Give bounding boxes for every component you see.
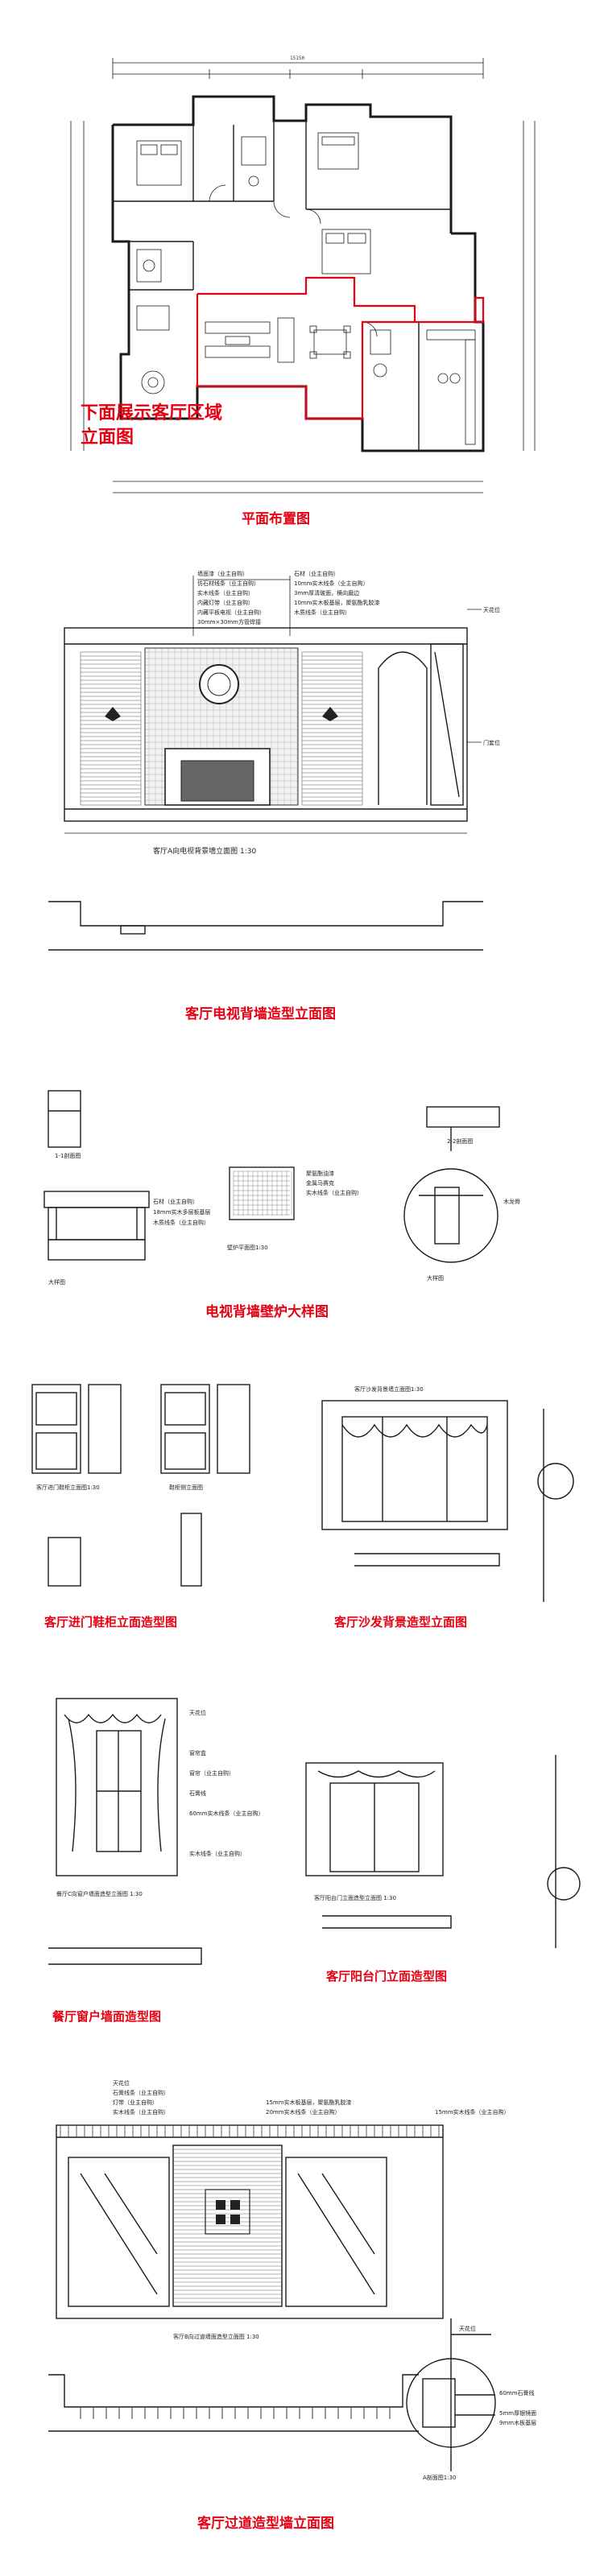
- section-title-tv-wall: 客厅电视背墙造型立面图: [184, 1005, 336, 1022]
- balcony-caption: 客厅阳台门立面造型立面图 1:30: [314, 1894, 396, 1901]
- section-title-dining-window: 餐厅窗户墙面造型图: [52, 2009, 161, 2024]
- fp-note-g: 木龙骨: [503, 1198, 520, 1205]
- tv-note-4: 内藏灯带（业主自购）: [197, 599, 254, 606]
- corridor-section-detail: [406, 2318, 496, 2471]
- tv-note-3: 实木线条（业主自购）: [197, 589, 254, 597]
- ornament-left: [105, 707, 121, 721]
- section-title-balcony-door: 客厅阳台门立面造型图: [325, 1969, 447, 1984]
- corr-note-5: 20mm实木线条（业主自购）: [266, 2108, 341, 2116]
- caption-fireplace-plan: 壁炉平面图1:30: [227, 1244, 268, 1251]
- fireplace-plan: [229, 1166, 295, 1220]
- corr-note-4: 实木线条（业主自购）: [113, 2108, 169, 2116]
- tv-note-10: 10mm实木板基层，聚氨酯乳胶漆: [294, 599, 380, 606]
- corr-right-1: 天花位: [459, 2325, 476, 2332]
- dining-note-3: 窗帘（业主自购）: [189, 1769, 234, 1777]
- balcony-door-elevation: [305, 1755, 581, 1948]
- plan-total-dimension: 15150: [290, 56, 304, 61]
- tv-caption: 客厅A向电视背景墙立面图 1:30: [153, 846, 257, 856]
- plan-interior-walls: [113, 121, 475, 451]
- corr-right-2: 60mm石膏线: [499, 2389, 535, 2396]
- fp-note-d: 聚氨酯油漆: [306, 1170, 334, 1177]
- plan-walls: [111, 95, 485, 452]
- tv-label-door: 门套位: [483, 739, 500, 746]
- fp-note-b: 18mm实木多层板基层: [153, 1208, 211, 1216]
- dining-caption: 餐厅C向窗户墙面造型立面图 1:30: [56, 1890, 143, 1897]
- corridor-wall-section: 天花位 石膏线条（业主自购） 灯带（业主自购） 实木线条（业主自购） 20mm实…: [48, 2079, 536, 2532]
- tv-wall-outline: [64, 627, 468, 822]
- ornament-right: [322, 707, 338, 721]
- sofa-wall-section: 客厅沙发背景墙立面图1:30 客厅沙发背景造型立面图: [321, 1385, 574, 1629]
- tv-plan-strip: [48, 901, 483, 951]
- dining-note-5: 60mm实木线条（业主自购）: [189, 1810, 264, 1817]
- shoe-caption: 客厅进门鞋柜立面图1:30: [36, 1484, 100, 1491]
- fp-note-c: 木质线条（业主自购）: [153, 1219, 209, 1226]
- section-title-fireplace: 电视背墙壁炉大样图: [205, 1303, 329, 1320]
- dining-note-6: 实木线条（业主自购）: [189, 1850, 246, 1857]
- plan-banner-line2: 立面图: [81, 427, 134, 448]
- round-mirror: [199, 664, 239, 704]
- tv-note-1: 墙面漆（业主自购）: [197, 570, 248, 577]
- corr-note-1: 天花位: [113, 2079, 130, 2087]
- corr-right-4: 9mm木板基层: [499, 2419, 536, 2426]
- fireplace-plan-grid: [233, 1170, 292, 1216]
- tv-note-7: 石材（业主自购）: [294, 570, 339, 577]
- tv-note-5: 内藏平板电视（业主自购）: [197, 609, 265, 616]
- corr-note-2: 石膏线条（业主自购）: [113, 2089, 169, 2096]
- fp-note-e: 金属马赛克: [306, 1179, 334, 1187]
- caption-detail-left: 大样图: [48, 1278, 65, 1286]
- tv-note-8: 10mm实木线条（业主自购）: [294, 580, 369, 587]
- tv-label-ceiling: 天花位: [483, 606, 500, 613]
- caption-1-1: 1-1剖面图: [55, 1152, 81, 1159]
- section-1-1: [43, 1090, 150, 1261]
- shoe-side-caption: 鞋柜侧立面图: [169, 1484, 203, 1491]
- living-area-highlight: [196, 276, 485, 420]
- corridor-caption: 客厅B向过道墙面造型立面图 1:30: [173, 2333, 259, 2340]
- tv-note-11: 木质线条（业主自购）: [294, 609, 350, 616]
- floor-plan-section: 15150: [70, 56, 536, 527]
- tv-note-9: 3mm厚清玻面，横向磨边: [294, 589, 359, 597]
- corridor-stripes: [173, 2149, 282, 2303]
- fp-note-a: 石材（业主自购）: [153, 1198, 198, 1205]
- section-title-sofa-wall: 客厅沙发背景造型立面图: [333, 1615, 467, 1629]
- fp-note-f: 实木线条（业主自购）: [306, 1189, 362, 1196]
- corr-right-3: 5mm厚银镜面: [499, 2409, 536, 2417]
- section-title-floor-plan: 平面布置图: [242, 510, 310, 527]
- dining-note-1: 天花位: [189, 1709, 206, 1716]
- section-2-2: [403, 1106, 500, 1263]
- tv-note-6: 30mm×30mm方管焊接: [197, 618, 261, 625]
- dining-note-2: 窗帘盒: [189, 1749, 206, 1757]
- corr-note-3: 灯带（业主自购）: [113, 2099, 158, 2106]
- corridor-plan-strip: [48, 2374, 419, 2432]
- corridor-crown-molding: [60, 2125, 440, 2137]
- fireplace-detail-section: 1-1剖面图 大样图 石材（业主自购） 18mm实木多层板基层 木质线条（业主自…: [43, 1090, 520, 1320]
- shoe-cabinet-elevation: [31, 1384, 250, 1587]
- corridor-center-square: [205, 2189, 250, 2235]
- tv-wall-section: 墙面漆（业主自购） 仿石材线条（业主自购） 实木线条（业主自购） 内藏灯带（业主…: [48, 570, 500, 1022]
- balcony-door-section: 客厅阳台门立面造型立面图 1:30 客厅阳台门立面造型图: [305, 1755, 581, 1984]
- caption-detail-right: 大样图: [427, 1274, 444, 1282]
- plan-banner-line1: 下面展示客厅区域: [81, 402, 222, 423]
- plan-dimensions: [70, 58, 536, 493]
- plan-furniture: [136, 132, 476, 445]
- corr-note-6: 15mm实木线条（业主自购）: [435, 2108, 510, 2116]
- tv-note-2: 仿石材线条（业主自购）: [197, 580, 259, 587]
- dining-window-elevation: [56, 1698, 178, 1876]
- corr-detail-caption: A剖面图1:30: [423, 2474, 457, 2481]
- caption-2-2: 2-2剖面图: [447, 1137, 473, 1145]
- tv-panel-stripes: [81, 655, 362, 802]
- dining-note-4: 石膏线: [189, 1790, 206, 1797]
- tv-wall-leaders: [192, 576, 291, 636]
- shoe-cabinet-section: 客厅进门鞋柜立面图1:30 鞋柜侧立面图 客厅进门鞋柜立面造型图: [31, 1384, 250, 1629]
- sofa-wall-elevation: [321, 1400, 574, 1602]
- sofa-caption: 客厅沙发背景墙立面图1:30: [354, 1385, 424, 1393]
- section-title-shoe-cabinet: 客厅进门鞋柜立面造型图: [43, 1615, 177, 1629]
- corridor-plan-dots: [80, 2407, 391, 2419]
- arched-doorway: [378, 643, 464, 806]
- section-title-corridor: 客厅过道造型墙立面图: [197, 2515, 334, 2532]
- dining-window-section: 天花位 窗帘盒 窗帘（业主自购） 石膏线 60mm实木线条（业主自购） 实木线条…: [48, 1698, 264, 2024]
- corr-note-7: 15mm实木板基层，聚氨酯乳胶漆: [266, 2099, 352, 2106]
